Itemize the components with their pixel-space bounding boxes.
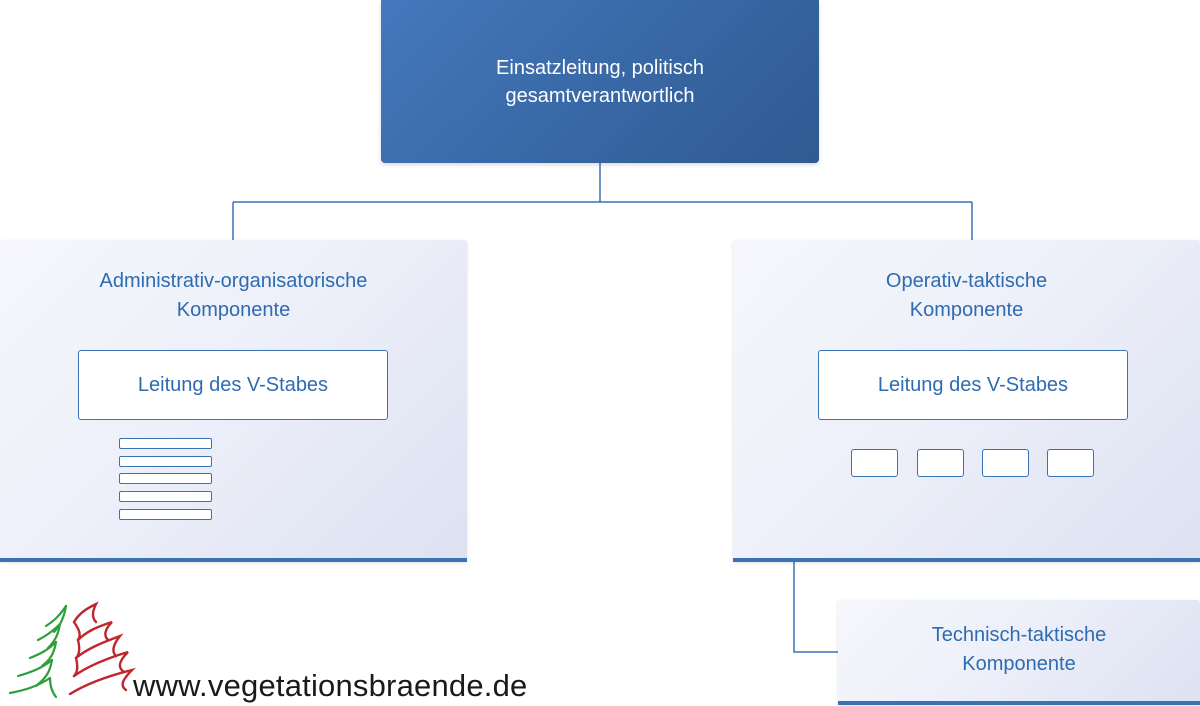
- panel-technisch-title-line2: Komponente: [962, 653, 1076, 675]
- left-sub-item-3: [119, 473, 212, 484]
- panel-administrativ-title-line2: Komponente: [176, 299, 291, 321]
- right-leitung-box: Leitung des V-Stabes: [818, 350, 1128, 420]
- left-leitung-box: Leitung des V-Stabes: [78, 350, 388, 420]
- top-box-line1: Einsatzleitung, politisch: [496, 56, 704, 79]
- top-box-line2: gesamtverantwortlich: [505, 84, 695, 107]
- panel-technisch-title: Technisch-taktische Komponente: [838, 621, 1200, 679]
- panel-administrativ-title: Administrativ-organisatorische Komponent…: [0, 267, 467, 325]
- panel-technisch-title-line1: Technisch-taktische: [931, 624, 1107, 646]
- panel-operativ-title-line2: Komponente: [909, 299, 1024, 321]
- connector-right-to-bottom: [793, 562, 838, 653]
- left-leitung-label: Leitung des V-Stabes: [137, 373, 329, 396]
- panel-technisch: Technisch-taktische Komponente: [838, 600, 1200, 705]
- right-sub-box-3: [982, 449, 1029, 477]
- right-leitung-label: Leitung des V-Stabes: [877, 373, 1069, 396]
- left-sub-item-5: [119, 509, 212, 520]
- left-sub-item-2: [119, 456, 212, 467]
- top-box-einsatzleitung: Einsatzleitung, politisch gesamtverantwo…: [381, 0, 819, 163]
- left-sub-item-1: [119, 438, 212, 449]
- panel-operativ-title-line1: Operativ-taktische: [885, 270, 1048, 292]
- left-sub-item-4: [119, 491, 212, 502]
- panel-administrativ-title-line1: Administrativ-organisatorische: [99, 270, 368, 292]
- panel-operativ-title: Operativ-taktische Komponente: [733, 267, 1200, 325]
- right-sub-box-2: [917, 449, 964, 477]
- vegetationsbraende-logo-icon: [8, 601, 136, 699]
- panel-administrativ: Administrativ-organisatorische Komponent…: [0, 240, 467, 562]
- logo-url-text[interactable]: www.vegetationsbraende.de: [133, 668, 528, 703]
- right-sub-box-1: [851, 449, 898, 477]
- right-sub-box-4: [1047, 449, 1094, 477]
